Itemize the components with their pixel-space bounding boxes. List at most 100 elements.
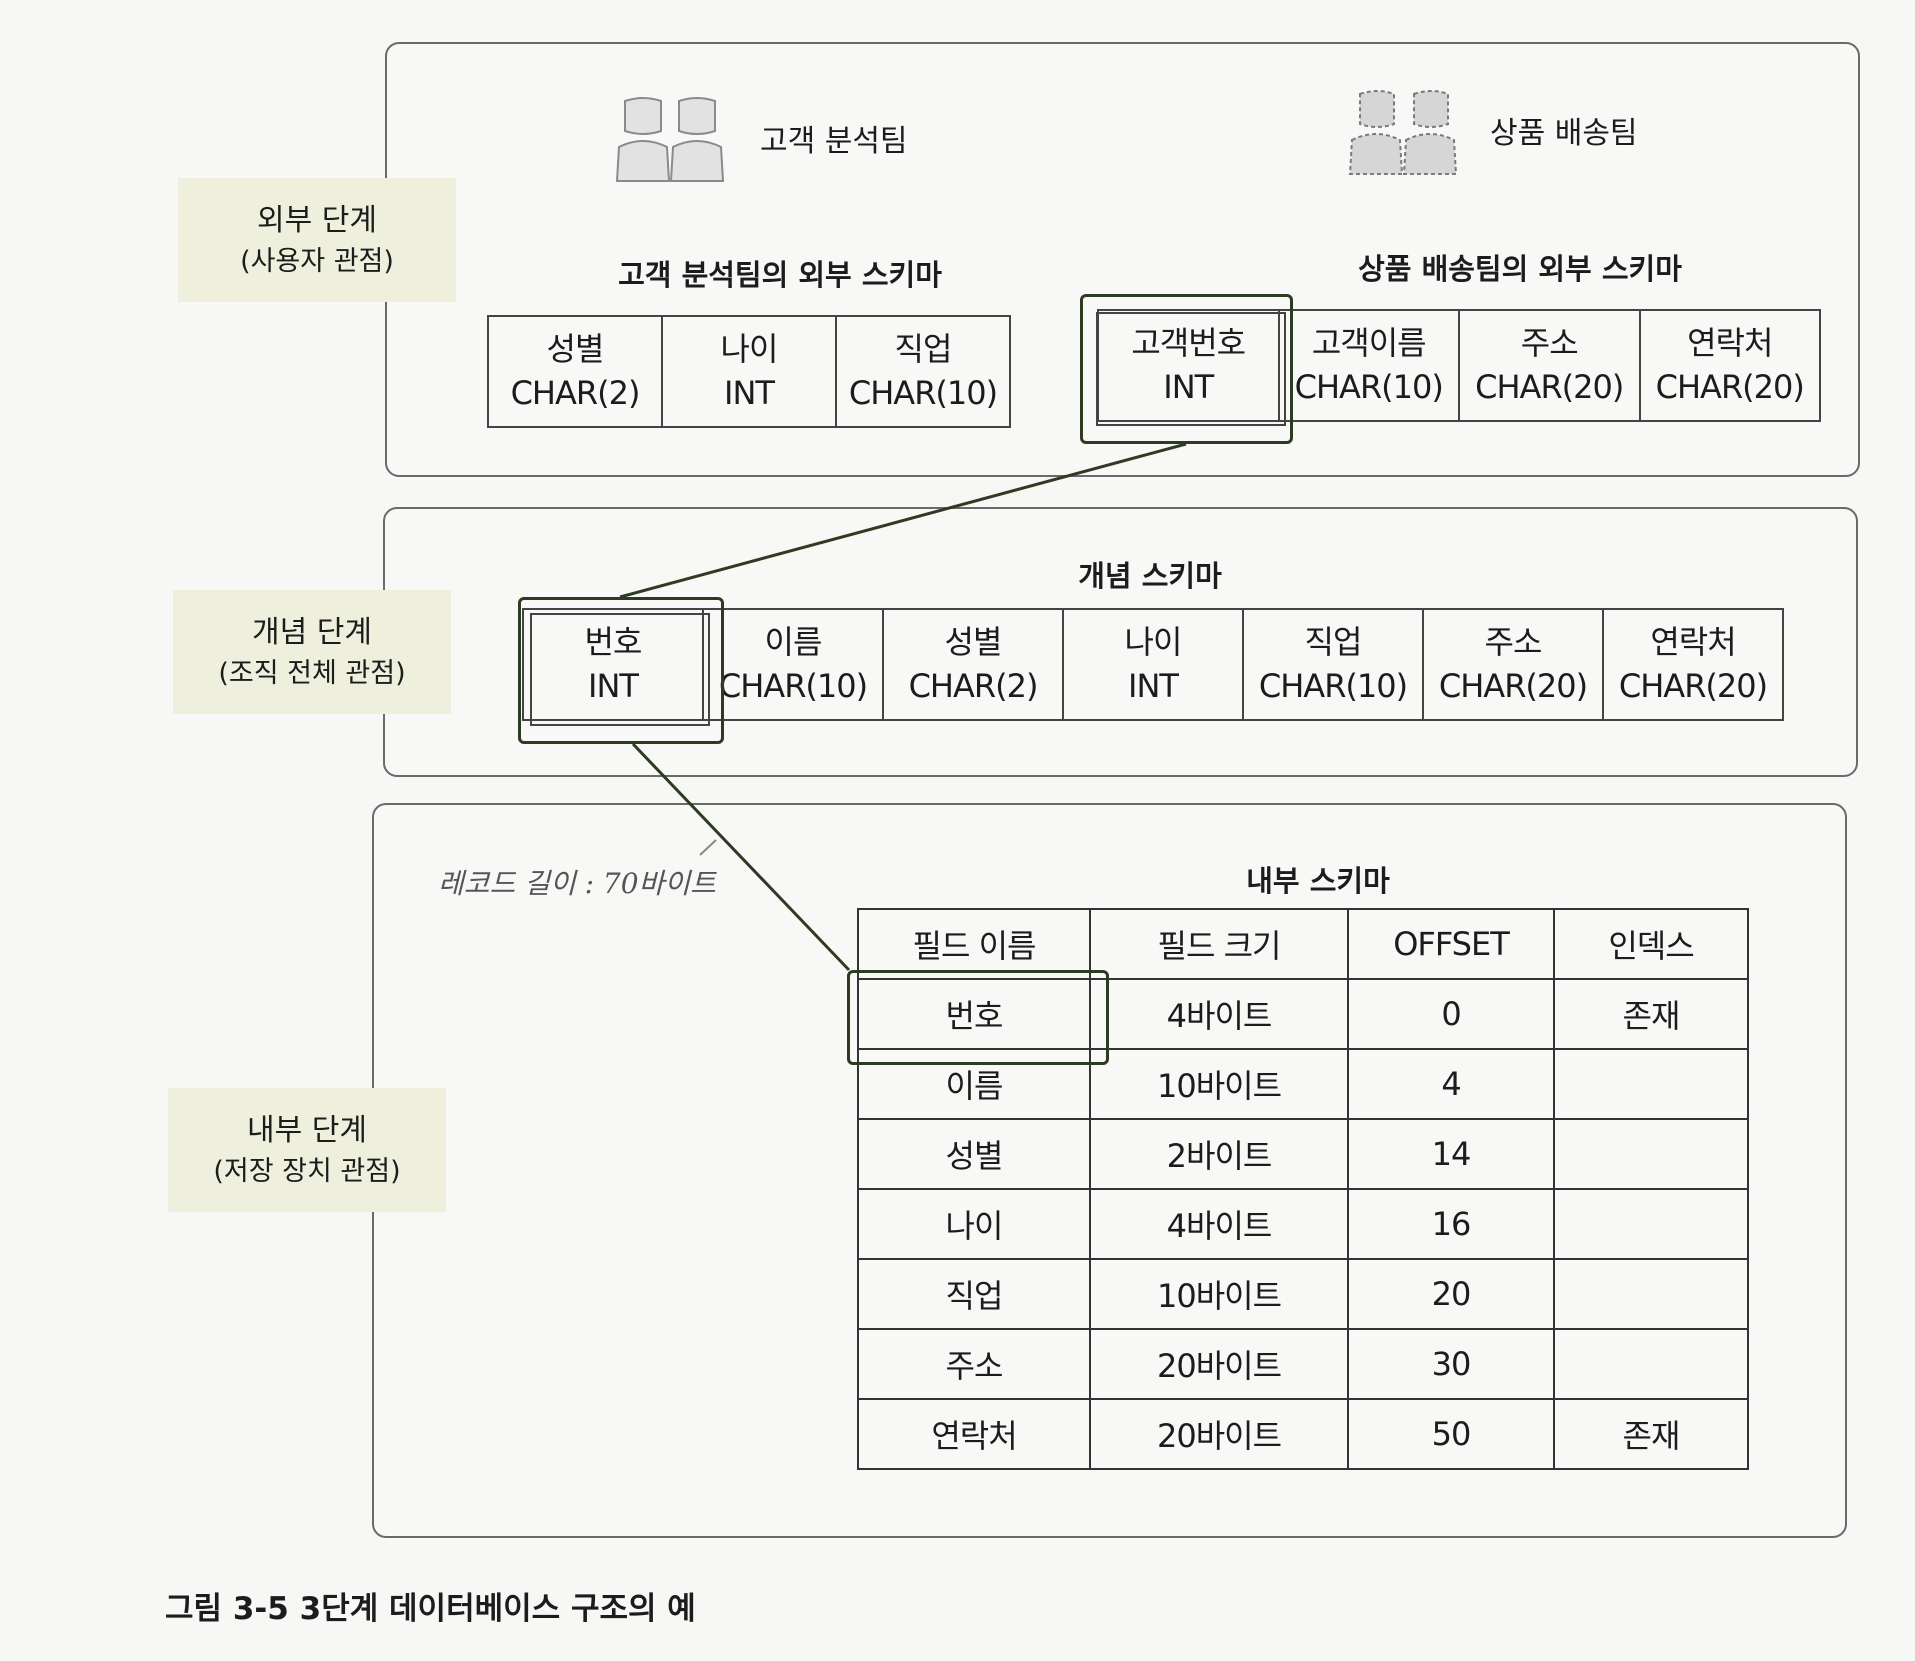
column-header: 필드 크기 — [1089, 908, 1349, 980]
index-cell: 존재 — [1553, 1398, 1749, 1470]
field-name: 연락처 — [1687, 324, 1773, 363]
field-size-cell: 4바이트 — [1089, 978, 1349, 1050]
figure-caption: 그림 3-5 3단계 데이터베이스 구조의 예 — [165, 1591, 696, 1627]
column-header: 인덱스 — [1553, 908, 1749, 980]
table-row: 성별 2바이트 14 — [857, 1118, 1749, 1190]
offset-cell: 0 — [1347, 978, 1555, 1050]
analysis-team-people-icon — [615, 97, 725, 182]
index-cell — [1553, 1258, 1749, 1330]
field-size-cell: 20바이트 — [1089, 1328, 1349, 1400]
field-type: INT — [1163, 367, 1214, 406]
conceptual-level-title: 개념 단계 — [252, 614, 372, 650]
field-name: 주소 — [1484, 623, 1543, 662]
customer-number-inner-box — [1096, 312, 1286, 426]
table-header-row: 필드 이름 필드 크기 OFFSET 인덱스 — [857, 908, 1749, 980]
conceptual-level-label: 개념 단계 (조직 전체 관점) — [173, 590, 451, 714]
external-to-conceptual-mapping-line — [619, 442, 1187, 599]
external-level-title: 외부 단계 — [257, 202, 377, 238]
delivery-external-schema-table: 고객번호 INT 고객이름 CHAR(10) 주소 CHAR(20) 연락처 CHAR(… — [1097, 309, 1821, 422]
field-name: 고객번호 — [1131, 324, 1246, 363]
analysis-team-name: 고객 분석팀 — [760, 124, 908, 159]
column-header: 필드 이름 — [857, 908, 1091, 980]
field-type: CHAR(20) — [1655, 367, 1805, 406]
table-row: 직업 10바이트 20 — [857, 1258, 1749, 1330]
field-name: 직업 — [1304, 623, 1363, 662]
delivery-team-name: 상품 배송팀 — [1490, 116, 1638, 151]
offset-cell: 14 — [1347, 1118, 1555, 1190]
schema-field: 나이 INT — [661, 316, 836, 427]
delivery-external-schema-title: 상품 배송팀의 외부 스키마 — [1358, 252, 1682, 286]
field-type: CHAR(2) — [510, 373, 641, 412]
index-cell: 존재 — [1553, 978, 1749, 1050]
table-row: 이름 10바이트 4 — [857, 1048, 1749, 1120]
external-level-label: 외부 단계 (사용자 관점) — [178, 178, 456, 302]
field-size-cell: 20바이트 — [1089, 1398, 1349, 1470]
schema-field: 연락처 CHAR(20) — [1638, 310, 1820, 421]
table-row: 번호 4바이트 0 존재 — [857, 978, 1749, 1050]
field-type: CHAR(2) — [908, 666, 1039, 705]
conceptual-level-subtitle: (조직 전체 관점) — [218, 658, 406, 690]
field-name-cell: 직업 — [857, 1258, 1091, 1330]
field-name-cell: 이름 — [857, 1048, 1091, 1120]
analysis-external-schema-table: 성별 CHAR(2) 나이 INT 직업 CHAR(10) — [487, 315, 1011, 428]
field-name-cell: 연락처 — [857, 1398, 1091, 1470]
external-level-subtitle: (사용자 관점) — [240, 246, 394, 278]
internal-number-highlight — [847, 970, 1109, 1065]
field-size-cell: 2바이트 — [1089, 1118, 1349, 1190]
offset-cell: 30 — [1347, 1328, 1555, 1400]
internal-level-label: 내부 단계 (저장 장치 관점) — [168, 1088, 446, 1212]
field-name: 나이 — [720, 330, 779, 369]
conceptual-to-internal-mapping-line — [631, 742, 851, 972]
field-type: INT — [1128, 666, 1179, 705]
conceptual-schema-title: 개념 스키마 — [1078, 559, 1222, 593]
field-size-cell: 4바이트 — [1089, 1188, 1349, 1260]
offset-cell: 4 — [1347, 1048, 1555, 1120]
note-pointer-mark — [699, 839, 717, 856]
field-type: CHAR(10) — [848, 373, 998, 412]
field-type: CHAR(20) — [1475, 367, 1624, 406]
analysis-external-schema-title: 고객 분석팀의 외부 스키마 — [618, 258, 942, 292]
delivery-team-people-icon — [1348, 90, 1458, 175]
offset-cell: 16 — [1347, 1188, 1555, 1260]
internal-level-subtitle: (저장 장치 관점) — [213, 1156, 401, 1188]
index-cell — [1553, 1048, 1749, 1120]
field-name: 이름 — [764, 623, 823, 662]
field-name: 직업 — [894, 330, 953, 369]
index-cell — [1553, 1328, 1749, 1400]
field-type: INT — [724, 373, 775, 412]
schema-field: 성별 CHAR(2) — [488, 316, 662, 427]
field-name: 고객이름 — [1311, 324, 1427, 363]
internal-level-title: 내부 단계 — [247, 1112, 367, 1148]
field-name: 주소 — [1520, 324, 1579, 363]
customer-number-highlight — [1080, 294, 1293, 444]
index-cell — [1553, 1188, 1749, 1260]
field-name: 성별 — [944, 623, 1003, 662]
field-size-cell: 10바이트 — [1089, 1048, 1349, 1120]
field-name-cell: 번호 — [857, 978, 1091, 1050]
schema-field: 직업 CHAR(10) — [835, 316, 1010, 427]
table-row: 연락처 20바이트 50 존재 — [857, 1398, 1749, 1470]
field-name: 성별 — [546, 330, 605, 369]
schema-field: 성별 CHAR(2) — [882, 609, 1063, 720]
schema-field: 주소 CHAR(20) — [1458, 310, 1640, 421]
table-row: 나이 4바이트 16 — [857, 1188, 1749, 1260]
offset-cell: 20 — [1347, 1258, 1555, 1330]
field-size-cell: 10바이트 — [1089, 1258, 1349, 1330]
field-type: INT — [588, 666, 639, 705]
offset-cell: 50 — [1347, 1398, 1555, 1470]
field-type: CHAR(10) — [1294, 367, 1444, 406]
internal-schema-table: 필드 이름 필드 크기 OFFSET 인덱스 번호 4바이트 0 존재 이름 1… — [857, 908, 1749, 1470]
conceptual-number-highlight — [518, 597, 724, 744]
index-cell — [1553, 1118, 1749, 1190]
field-name-cell: 나이 — [857, 1188, 1091, 1260]
schema-field: 고객이름 CHAR(10) — [1277, 310, 1459, 421]
column-header: OFFSET — [1347, 908, 1555, 980]
